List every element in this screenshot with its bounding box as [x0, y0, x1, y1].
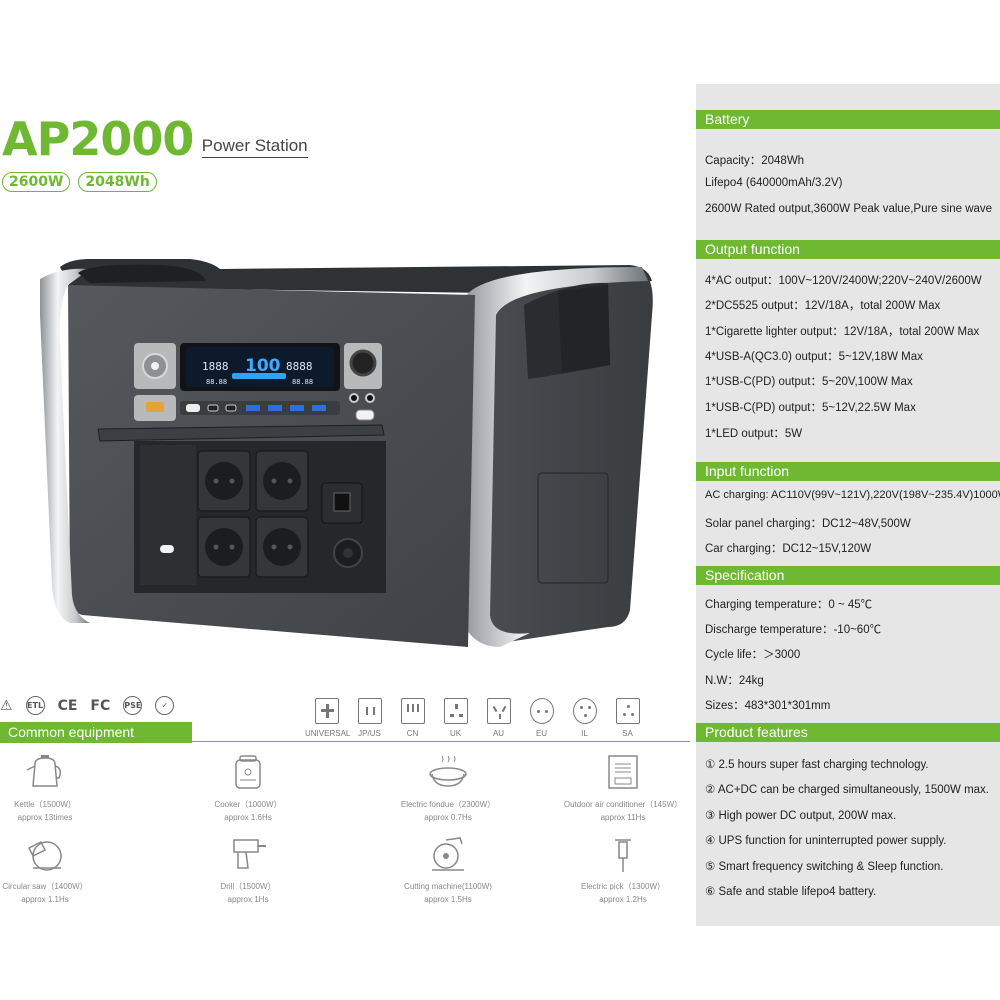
- rcm-mark-icon: ⚠: [0, 697, 13, 714]
- plug-il: IL: [563, 698, 606, 738]
- plug-au: AU: [477, 698, 520, 738]
- circular-saw-icon: [27, 840, 62, 871]
- feature-row: ② AC+DC can be charged simultaneously, 1…: [705, 784, 989, 796]
- drill-icon: [233, 839, 266, 869]
- cutting-machine-icon: [432, 837, 464, 871]
- spec-row: 1*USB-C(PD) output：5~12V,22.5W Max: [705, 402, 916, 414]
- equipment-item-electric-pick: Electric pick（1300W） approx 1.2Hs: [558, 834, 688, 906]
- pse-mark-icon: PSE: [123, 696, 143, 715]
- uk-plug-icon: [443, 698, 468, 724]
- battery-section-header: Battery: [696, 110, 1000, 129]
- plug-jp-us: JP/US: [348, 698, 391, 738]
- display-battery-percent: 100: [245, 356, 281, 376]
- check-mark-icon: ✓: [155, 696, 175, 715]
- spec-row: 2600W Rated output,3600W Peak value,Pure…: [705, 203, 993, 215]
- display-small-left: 88.88: [206, 378, 227, 386]
- spec-row: Sizes：483*301*301mm: [705, 700, 831, 712]
- common-equipment-header: Common equipment: [0, 722, 192, 743]
- model-name: AP2000: [2, 112, 194, 166]
- ce-mark-icon: CE: [57, 697, 78, 714]
- display-left-readout: 1888: [202, 360, 229, 373]
- spec-row: 1*USB-C(PD) output：5~20V,100W Max: [705, 376, 913, 388]
- capacity-badge: 2048Wh: [78, 172, 157, 192]
- spec-panel: Battery Capacity：2048Wh Lifepo4 (640000m…: [696, 84, 1000, 926]
- electric-pick-icon: [615, 839, 631, 872]
- equipment-item-air-conditioner: Outdoor air conditioner（145W） approx 11H…: [558, 752, 688, 824]
- power-badge: 2600W: [2, 172, 71, 192]
- display-small-right: 88.88: [292, 378, 313, 386]
- fcc-mark-icon: FC: [90, 697, 111, 714]
- equipment-item-kettle: Kettle（1500W） approx 13times: [0, 752, 110, 824]
- product-title: AP2000 Power Station: [2, 112, 308, 166]
- kettle-icon: [26, 755, 62, 787]
- feature-row: ① 2.5 hours super fast charging technolo…: [705, 759, 929, 771]
- spec-row: Lifepo4 (640000mAh/3.2V): [705, 177, 843, 189]
- il-plug-icon: [572, 698, 597, 724]
- plug-cn: CN: [391, 698, 434, 738]
- au-plug-icon: [486, 698, 511, 724]
- spec-row: AC charging: AC110V(99V~121V),220V(198V~…: [705, 489, 1000, 501]
- spec-row: 4*AC output：100V~120V/2400W;220V~240V/26…: [705, 275, 982, 287]
- equipment-item-cooker: Cooker（1000W） approx 1.6Hs: [183, 752, 313, 824]
- certification-marks: ⚠ ETL CE FC PSE ✓: [0, 696, 175, 715]
- cooker-icon: [235, 755, 261, 789]
- spec-row: Cycle life：＞3000: [705, 649, 801, 661]
- specification-section-header: Specification: [696, 566, 1000, 585]
- equipment-item-circular-saw: Circular saw（1400W） approx 1.1Hs: [0, 834, 110, 906]
- feature-row: ⑥ Safe and stable lifepo4 battery.: [705, 886, 877, 898]
- spec-badges: 2600W 2048Wh: [2, 172, 157, 192]
- spec-row: N.W：24kg: [705, 675, 764, 687]
- eu-plug-icon: [529, 698, 554, 724]
- spec-row: Solar panel charging：DC12~48V,500W: [705, 518, 911, 530]
- jp-us-plug-icon: [357, 698, 382, 724]
- plug-sa: SA: [606, 698, 649, 738]
- cn-plug-icon: [400, 698, 425, 724]
- plug-eu: EU: [520, 698, 563, 738]
- fondue-icon: [429, 755, 467, 787]
- spec-row: Charging temperature：0 ~ 45℃: [705, 599, 873, 611]
- features-section-header: Product features: [696, 723, 1000, 742]
- power-station-image: 1888 100 8888 88.88 88.88: [40, 259, 653, 647]
- etl-mark-icon: ETL: [25, 696, 45, 715]
- section-divider: [192, 741, 690, 742]
- product-subtitle: Power Station: [201, 136, 308, 158]
- spec-row: 2*DC5525 output：12V/18A，total 200W Max: [705, 300, 941, 312]
- equipment-item-cutting-machine: Cutting machine(1100W) approx 1.5Hs: [383, 834, 513, 906]
- spec-row: Discharge temperature：-10~60℃: [705, 624, 882, 636]
- feature-row: ⑤ Smart frequency switching & Sleep func…: [705, 861, 944, 873]
- display-right-readout: 8888: [286, 360, 313, 373]
- spec-row: 1*LED output：5W: [705, 428, 803, 440]
- equipment-item-drill: Drill（1500W） approx 1Hs: [183, 834, 313, 906]
- spec-row: Capacity：2048Wh: [705, 155, 805, 167]
- sa-plug-icon: [615, 698, 640, 724]
- spec-row: 4*USB-A(QC3.0) output：5~12V,18W Max: [705, 351, 923, 363]
- feature-row: ③ High power DC output, 200W max.: [705, 810, 897, 822]
- equipment-item-fondue: Electric fondue（2300W） approx 0.7Hs: [383, 752, 513, 824]
- input-section-header: Input function: [696, 462, 1000, 481]
- feature-row: ④ UPS function for uninterrupted power s…: [705, 835, 947, 847]
- spec-row: 1*Cigarette lighter output：12V/18A，total…: [705, 326, 980, 338]
- plug-uk: UK: [434, 698, 477, 738]
- air-conditioner-icon: [608, 755, 638, 789]
- universal-plug-icon: [314, 698, 339, 724]
- plug-types: UNIVERSAL JP/US CN UK AU EU IL SA: [305, 698, 649, 738]
- output-section-header: Output function: [696, 240, 1000, 259]
- spec-row: Car charging：DC12~15V,120W: [705, 543, 872, 555]
- plug-universal: UNIVERSAL: [305, 698, 350, 738]
